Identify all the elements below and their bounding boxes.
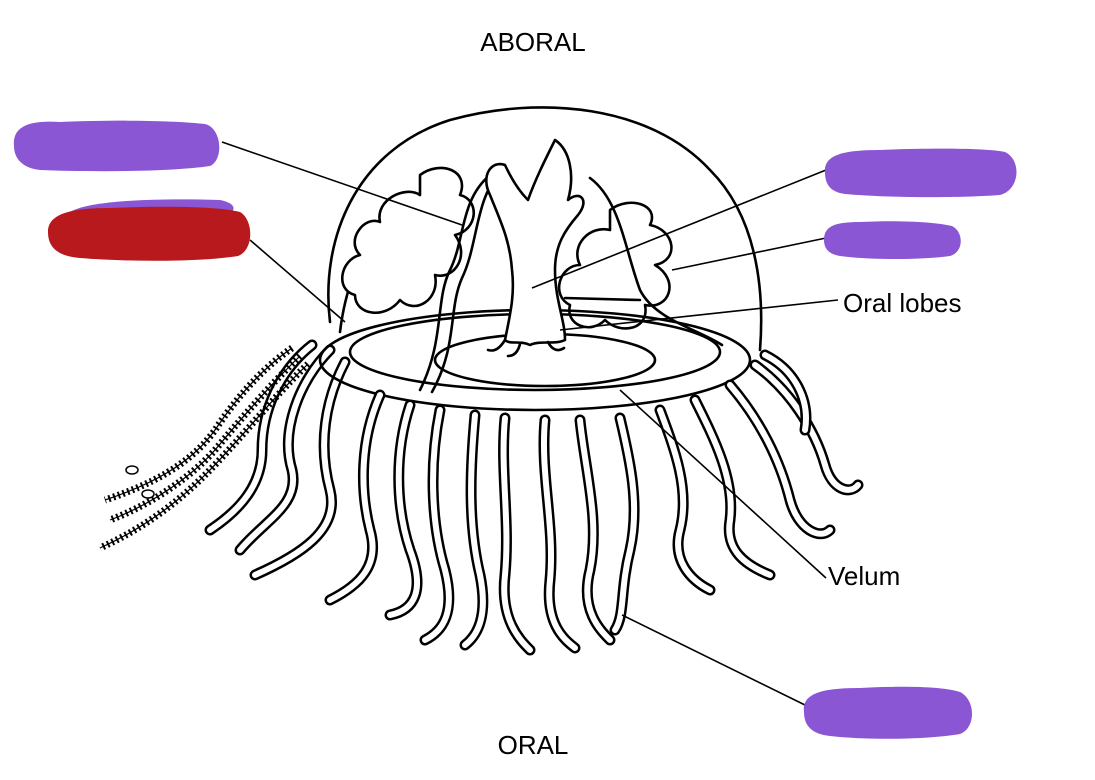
radial-canal-right	[588, 176, 724, 347]
oral-lobe-frill	[486, 338, 566, 358]
leader-radial-canal	[221, 141, 463, 226]
hidden-label-tentacle	[803, 686, 972, 739]
label-aboral: ABORAL	[480, 27, 586, 57]
hidden-label-radial-canal	[13, 120, 220, 172]
hidden-labels	[13, 120, 1017, 739]
coiled-tentacles	[98, 345, 311, 552]
hidden-label-bell-margin	[48, 206, 251, 261]
radial-canal-left-2	[430, 170, 502, 394]
radial-canal-left	[418, 173, 492, 392]
leader-tentacle	[621, 614, 806, 706]
hidden-label-manubrium	[824, 148, 1017, 198]
leader-manubrium	[531, 169, 827, 289]
leader-bell-margin	[249, 239, 346, 323]
radial-canal-cross	[563, 296, 642, 302]
tentacles-back	[204, 339, 351, 581]
tentacles-front	[324, 349, 864, 656]
label-velum: Velum	[828, 561, 900, 591]
leader-lines	[221, 141, 839, 706]
hidden-label-gonad	[824, 221, 961, 259]
label-oral-lobes: Oral lobes	[843, 288, 962, 318]
leader-oral-lobes	[559, 299, 839, 331]
manubrium	[485, 138, 585, 347]
bell-dome	[327, 106, 763, 352]
leader-velum	[619, 389, 827, 579]
leader-gonad	[671, 237, 827, 271]
label-oral: ORAL	[498, 730, 569, 760]
